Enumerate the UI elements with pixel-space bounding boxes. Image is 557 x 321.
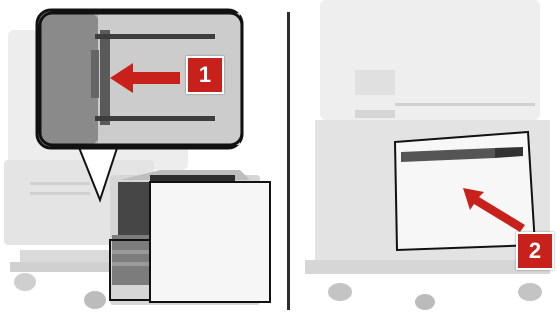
step-1-panel: 1 <box>0 0 283 321</box>
open-tray-drawer <box>110 170 270 305</box>
open-drawer-illustration <box>0 0 283 321</box>
close-drawer-illustration <box>295 0 557 321</box>
panel-divider <box>287 12 290 310</box>
step-number-badge: 2 <box>516 232 554 270</box>
step-2-panel: 2 <box>295 0 557 321</box>
step-number-badge: 1 <box>186 56 224 94</box>
